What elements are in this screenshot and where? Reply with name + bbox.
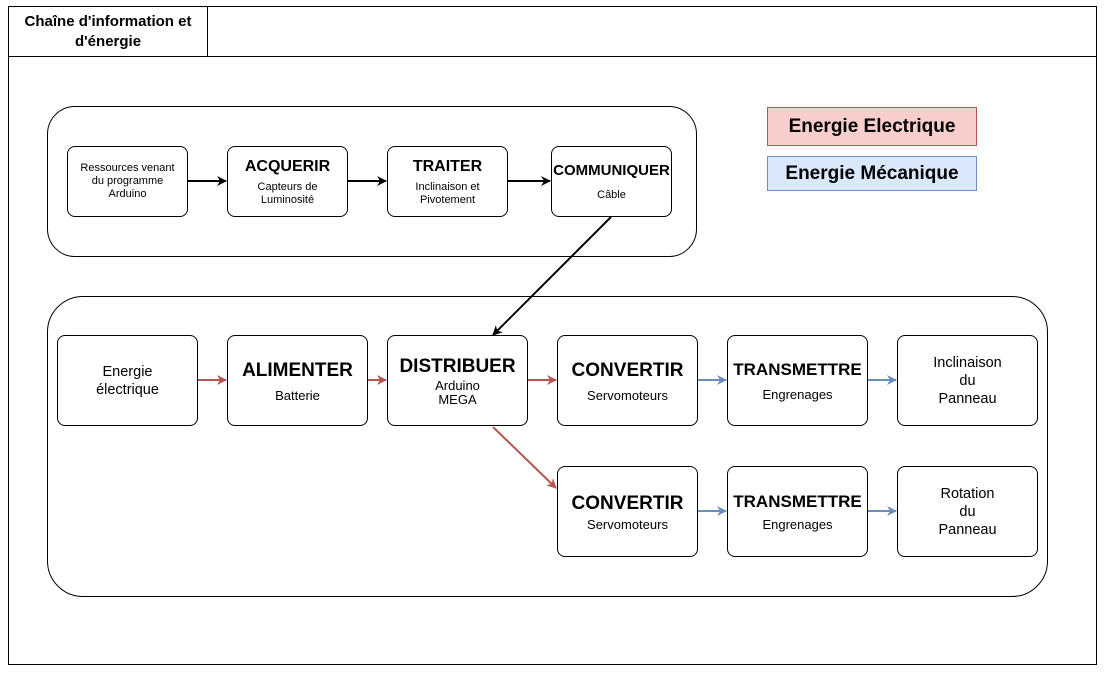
node-transmettre-2: TRANSMETTRE Engrenages — [727, 466, 868, 557]
arrow-communiquer-to-distribuer — [492, 216, 612, 336]
node-output-2: Rotation du Panneau — [897, 466, 1038, 557]
information-chain-group — [47, 106, 697, 257]
node-output-2-line-2: du — [959, 503, 976, 520]
node-convertir-2-line-1: Servomoteurs — [587, 516, 668, 532]
node-transmettre-2-line-1: Engrenages — [762, 516, 833, 532]
node-convertir-2-title: CONVERTIR — [571, 492, 684, 514]
node-convertir-1: CONVERTIR Servomoteurs — [557, 335, 698, 426]
legend-mechanical-label: Energie Mécanique — [785, 162, 959, 184]
legend-electric: Energie Electrique — [767, 107, 977, 146]
node-distribuer-line-1: Arduino — [435, 377, 480, 393]
node-distribuer-title: DISTRIBUER — [399, 355, 516, 377]
node-convertir-1-line-1: Servomoteurs — [587, 387, 668, 403]
node-traiter: TRAITER Inclinaison et Pivotement — [387, 146, 508, 217]
node-output-2-line-1: Rotation — [940, 485, 995, 502]
node-output-1: Inclinaison du Panneau — [897, 335, 1038, 426]
node-info-source: Ressources venant du programme Arduino — [67, 146, 188, 217]
node-convertir-2: CONVERTIR Servomoteurs — [557, 466, 698, 557]
node-info-source-line-2: du programme — [91, 175, 164, 187]
node-alimenter-line-1: Batterie — [275, 387, 320, 403]
node-communiquer-line-1: Câble — [597, 189, 626, 201]
node-info-source-line-1: Ressources venant — [80, 162, 175, 174]
node-acquerir: ACQUERIR Capteurs de Luminosité — [227, 146, 348, 217]
node-output-1-line-1: Inclinaison — [933, 354, 1002, 371]
node-info-source-line-3: Arduino — [108, 188, 147, 200]
node-traiter-line-2: Pivotement — [419, 193, 476, 206]
node-output-1-line-3: Panneau — [938, 390, 997, 407]
node-transmettre-1-line-1: Engrenages — [762, 386, 833, 402]
legend-electric-label: Energie Electrique — [788, 115, 956, 137]
node-output-2-line-3: Panneau — [938, 521, 997, 538]
node-energy-source-line-2: électrique — [96, 381, 159, 398]
node-acquerir-line-2: Luminosité — [260, 193, 315, 206]
node-communiquer: COMMUNIQUER Câble — [551, 146, 672, 217]
diagram-frame — [8, 6, 1097, 665]
arrow-distribuer-to-convertir-2 — [492, 426, 557, 489]
node-traiter-title: TRAITER — [412, 157, 483, 175]
node-communiquer-title: COMMUNIQUER — [553, 162, 670, 179]
node-distribuer: DISTRIBUER Arduino MEGA — [387, 335, 528, 426]
node-output-1-line-2: du — [959, 372, 976, 389]
node-energy-source-line-1: Energie — [102, 363, 153, 380]
node-transmettre-1-title: TRANSMETTRE — [733, 359, 862, 379]
node-convertir-1-title: CONVERTIR — [571, 359, 684, 381]
node-distribuer-line-2: MEGA — [438, 391, 477, 407]
node-traiter-line-1: Inclinaison et — [415, 180, 480, 193]
node-acquerir-line-1: Capteurs de — [257, 180, 318, 193]
node-alimenter: ALIMENTER Batterie — [227, 335, 368, 426]
node-energy-source: Energie électrique — [57, 335, 198, 426]
node-alimenter-title: ALIMENTER — [242, 359, 353, 381]
legend-mechanical: Energie Mécanique — [767, 156, 977, 191]
title-separator — [8, 56, 1097, 57]
node-transmettre-1: TRANSMETTRE Engrenages — [727, 335, 868, 426]
node-acquerir-title: ACQUERIR — [244, 157, 331, 175]
energy-chain-group — [47, 296, 1048, 597]
node-transmettre-2-title: TRANSMETTRE — [733, 491, 862, 511]
